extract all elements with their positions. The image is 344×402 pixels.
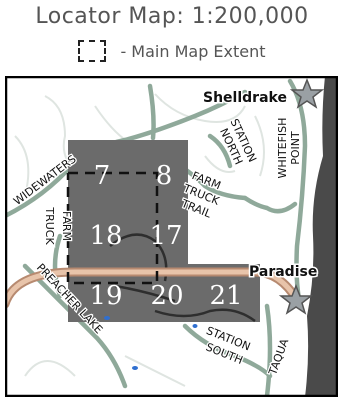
minor-road — [14, 135, 30, 197]
tile-area-north — [68, 140, 188, 266]
tile-label-18: 18 — [89, 221, 122, 251]
main-roads — [5, 78, 308, 397]
map-title: Locator Map: 1:200,000 — [35, 4, 309, 29]
tile-label-8: 8 — [156, 161, 173, 191]
map-frame — [5, 76, 338, 397]
taqua-road — [264, 303, 273, 397]
star-icon — [278, 283, 314, 315]
station-north-road — [207, 133, 233, 169]
tile-label-19: 19 — [89, 281, 122, 311]
highway — [5, 267, 302, 309]
trail-east — [242, 195, 298, 214]
map-area: 7 8 18 17 19 20 21 STATION NORTH WHITEFI… — [5, 76, 338, 397]
place-label-paradise: Paradise — [249, 264, 317, 280]
minor-road — [154, 93, 246, 123]
small-lake — [132, 366, 138, 370]
whitefish-label-2: POINT — [289, 131, 302, 165]
minor-road — [254, 115, 265, 177]
stream — [114, 284, 176, 303]
tile-label-17: 17 — [149, 221, 182, 251]
minor-roads — [14, 93, 265, 387]
tile-label-7: 7 — [94, 161, 111, 191]
stream — [154, 308, 256, 323]
minor-road — [24, 360, 76, 377]
minor-road — [124, 355, 186, 387]
map-legend: - Main Map Extent — [0, 40, 344, 62]
tile-label-21: 21 — [209, 281, 242, 311]
north-spur — [147, 83, 156, 141]
small-lake — [104, 316, 110, 320]
map-svg: 7 8 18 17 19 20 21 STATION NORTH WHITEFI… — [5, 76, 338, 397]
streams — [109, 233, 256, 323]
preacher-lake-road — [22, 263, 128, 389]
tile-labels: 7 8 18 17 19 20 21 — [89, 161, 242, 311]
star-icon — [289, 77, 325, 109]
place-labels: Shelldrake Paradise — [202, 89, 319, 282]
place-label-shelldrake: Shelldrake — [203, 90, 287, 106]
whitefish-label-1: WHITEFISH — [276, 118, 289, 179]
extent-swatch-icon — [78, 40, 107, 62]
stream — [109, 233, 168, 282]
farm-truck-label-1: FARM — [60, 211, 73, 241]
station-south-road — [182, 323, 273, 379]
minor-road — [204, 155, 236, 173]
north-road — [122, 89, 248, 143]
farm-truck-road — [52, 233, 63, 299]
farm-truck-label-2: TRUCK — [43, 206, 56, 245]
main-map-extent — [66, 171, 159, 285]
city-markers — [278, 77, 325, 315]
lake-water — [305, 76, 338, 397]
highway-fill — [5, 269, 300, 307]
tile-label-20: 20 — [150, 281, 183, 311]
small-lake — [192, 324, 198, 328]
legend-label: - Main Map Extent — [120, 41, 266, 61]
small-lakes — [104, 316, 198, 370]
whitefish-point-road — [287, 78, 308, 311]
